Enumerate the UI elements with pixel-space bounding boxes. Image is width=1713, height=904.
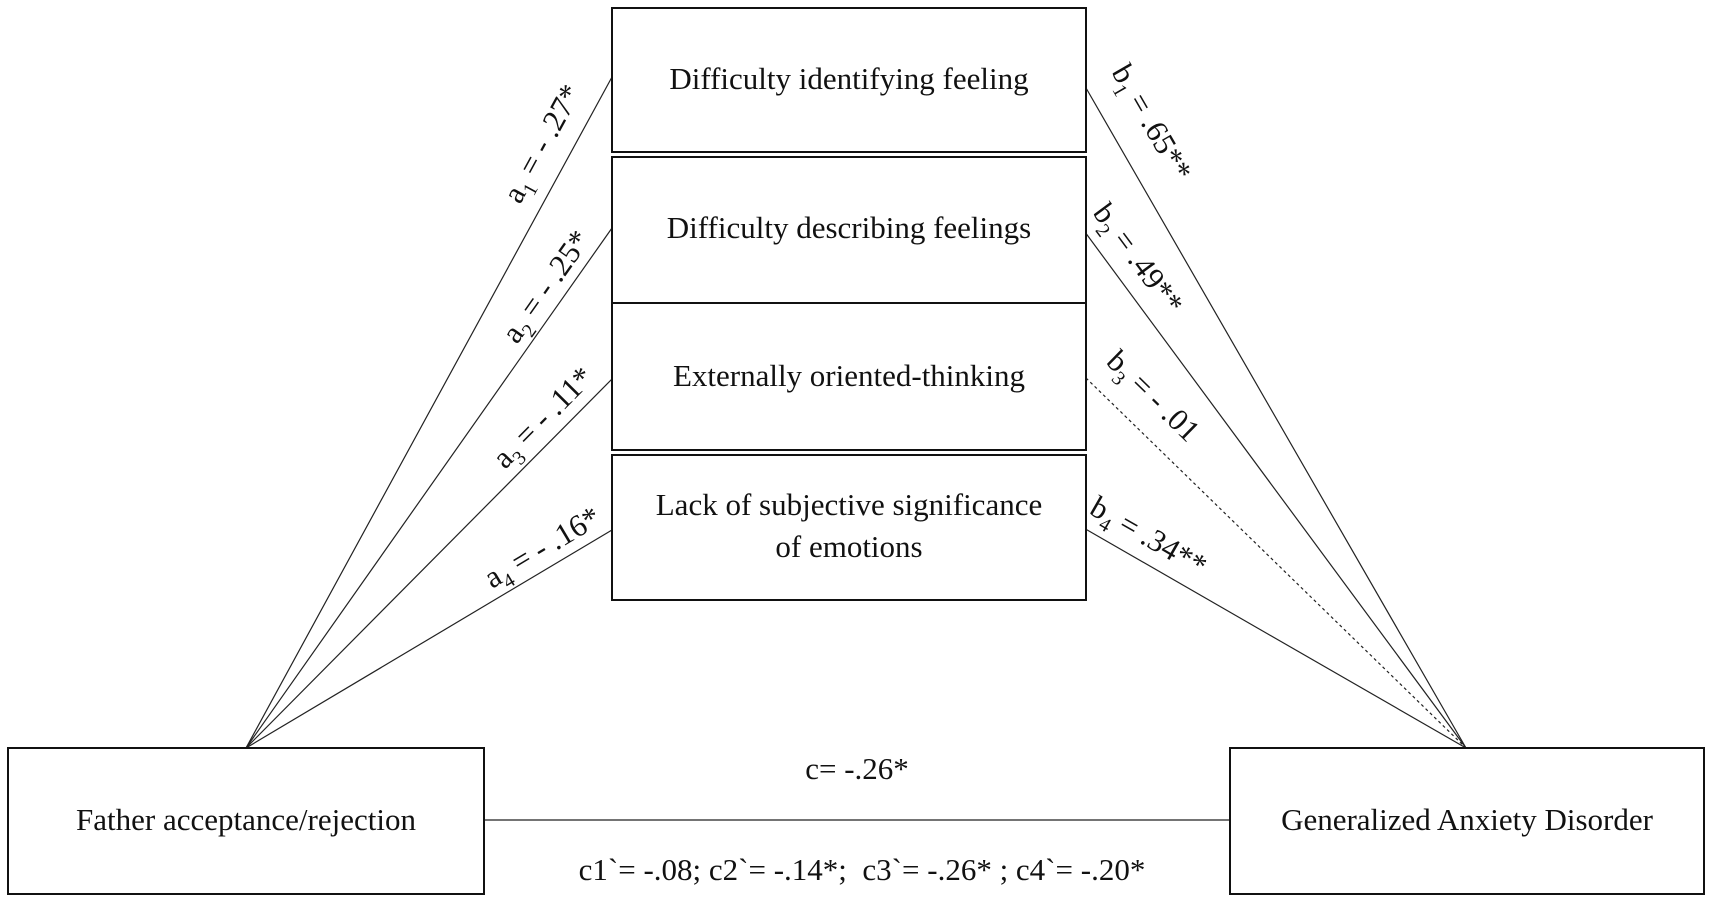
indirect-effects-label: c1`= -.08; c2`= -.14*; c3`= -.26* ; c4`=… — [579, 852, 1146, 887]
mediator-label-4-line1: Lack of subjective significance — [656, 487, 1042, 522]
outcome-box: Generalized Anxiety Disorder — [1229, 747, 1705, 895]
direct-effect-label: c= -.26* — [805, 751, 909, 786]
mediator-box-2: Difficulty describing feelings — [611, 156, 1087, 304]
predictor-label: Father acceptance/rejection — [76, 802, 416, 837]
path-b1 — [1081, 80, 1467, 749]
path-a2 — [245, 227, 613, 749]
coef-a1: a1 = - .27* — [495, 78, 593, 211]
path-a3 — [245, 378, 613, 749]
path-a4 — [245, 529, 613, 749]
mediator-label-3: Externally oriented-thinking — [673, 358, 1025, 393]
mediator-box-1: Difficulty identifying feeling — [611, 7, 1087, 153]
coef-b1: b1 = .65** — [1100, 58, 1200, 190]
mediator-label-2: Difficulty describing feelings — [667, 210, 1031, 245]
predictor-box: Father acceptance/rejection — [7, 747, 485, 895]
mediator-box-3: Externally oriented-thinking — [611, 302, 1087, 451]
coef-a3: a3 = - .11* — [485, 359, 604, 479]
coef-a2: a2 = - .25* — [494, 223, 602, 352]
mediator-label-4-line2: of emotions — [775, 529, 922, 564]
coef-b2: b2 = .49** — [1082, 196, 1191, 323]
path-b4 — [1081, 526, 1467, 749]
path-b2 — [1081, 227, 1467, 749]
coef-b3: b3 = - .01 — [1096, 343, 1207, 453]
path-a1 — [245, 76, 613, 749]
mediator-label-1: Difficulty identifying feeling — [669, 61, 1028, 96]
coef-a4: a4 = - .16* — [478, 499, 610, 600]
outcome-label: Generalized Anxiety Disorder — [1281, 802, 1654, 837]
path-b3 — [1085, 377, 1467, 749]
mediator-box-4: Lack of subjective significance of emoti… — [611, 454, 1087, 601]
